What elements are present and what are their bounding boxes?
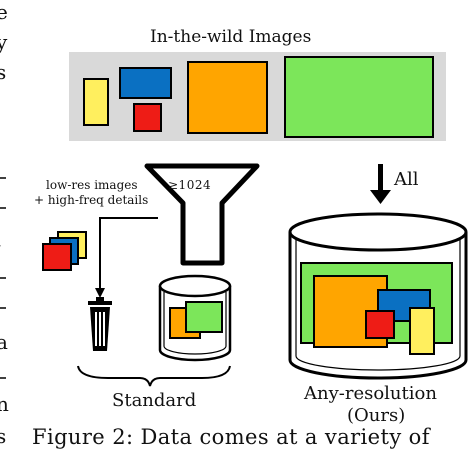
edge-glyph: s [0, 60, 7, 84]
figure-caption: Figure 2: Data comes at a variety of [32, 425, 430, 449]
wild-image-green [284, 56, 434, 138]
brace-icon [77, 365, 231, 387]
filter-discard-arrow [99, 217, 158, 290]
any-resolution-label: Any-resolution [304, 383, 437, 404]
edge-glyph: e [0, 0, 8, 24]
lowres-image-stack [42, 231, 87, 271]
edge-glyph: s [0, 424, 7, 448]
edge-glyph: n [0, 392, 9, 416]
standard-database-icon [158, 274, 232, 362]
funnel-icon [144, 163, 260, 266]
wild-image-blue [119, 67, 172, 99]
threshold-label: ≥1024 [168, 178, 212, 192]
edge-glyph: , [0, 228, 2, 252]
wild-image-orange [187, 61, 268, 134]
standard-label: Standard [112, 390, 197, 411]
all-label: All [394, 169, 419, 190]
trash-can-icon [88, 297, 112, 351]
down-arrow-icon [370, 164, 391, 204]
wild-image-red [133, 103, 162, 132]
any-resolution-database-icon [288, 212, 468, 380]
top-title: In-the-wild Images [150, 27, 312, 47]
lowres-label-line1: low-res images [46, 178, 138, 192]
wild-image-yellow [83, 78, 109, 126]
lowres-label-line2: + high-freq details [34, 193, 149, 207]
edge-glyph: y [0, 30, 8, 54]
filter-discard-arrowhead [95, 288, 105, 298]
edge-glyph: a [0, 330, 8, 354]
ours-label: (Ours) [347, 405, 406, 426]
